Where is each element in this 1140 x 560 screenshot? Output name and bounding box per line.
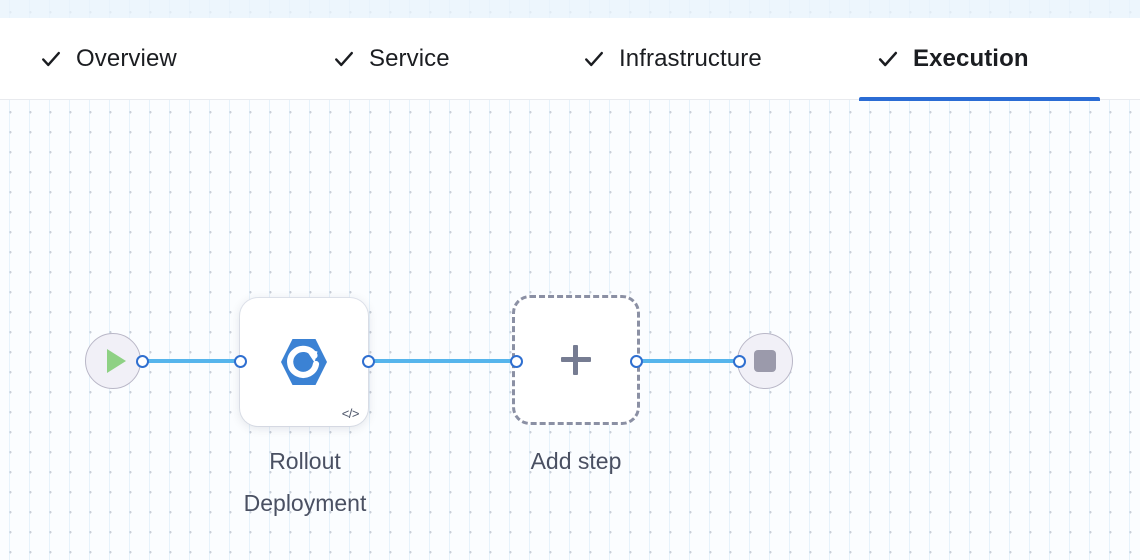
check-icon (333, 48, 355, 70)
rollout-deployment-icon (276, 334, 332, 390)
tab-label: Infrastructure (619, 45, 762, 72)
handle-rollout-output[interactable] (362, 355, 375, 368)
tab-label: Execution (913, 45, 1029, 72)
tab-service[interactable]: Service (315, 18, 505, 100)
tab-label: Service (369, 45, 450, 72)
start-node[interactable] (85, 333, 141, 389)
handle-addstep-output[interactable] (630, 355, 643, 368)
tab-active-underline (859, 97, 1100, 101)
add-step-node[interactable] (512, 295, 640, 425)
play-icon (106, 349, 126, 373)
handle-addstep-input[interactable] (510, 355, 523, 368)
stop-icon (754, 350, 776, 372)
check-icon (40, 48, 62, 70)
handle-start-output[interactable] (136, 355, 149, 368)
tab-infrastructure[interactable]: Infrastructure (565, 18, 830, 100)
node-label-rollout-deployment: Rollout Deployment (243, 448, 367, 516)
check-icon (877, 48, 899, 70)
check-icon (583, 48, 605, 70)
pipeline-stage-tabbar: Overview Service Infrastructure (0, 18, 1140, 101)
canvas-top-wash (0, 0, 1140, 18)
execution-flow-graph: </> Rollout Deployment Add step (0, 100, 1140, 560)
tab-overview[interactable]: Overview (22, 18, 252, 100)
tab-label: Overview (76, 45, 177, 72)
plus-icon (561, 345, 591, 375)
node-label-add-step: Add step (530, 448, 622, 474)
step-node-rollout-deployment[interactable]: </> (240, 298, 368, 426)
handle-stop-input[interactable] (733, 355, 746, 368)
stop-node[interactable] (737, 333, 793, 389)
code-icon: </> (341, 406, 360, 421)
tab-execution[interactable]: Execution (859, 18, 1100, 101)
handle-rollout-input[interactable] (234, 355, 247, 368)
